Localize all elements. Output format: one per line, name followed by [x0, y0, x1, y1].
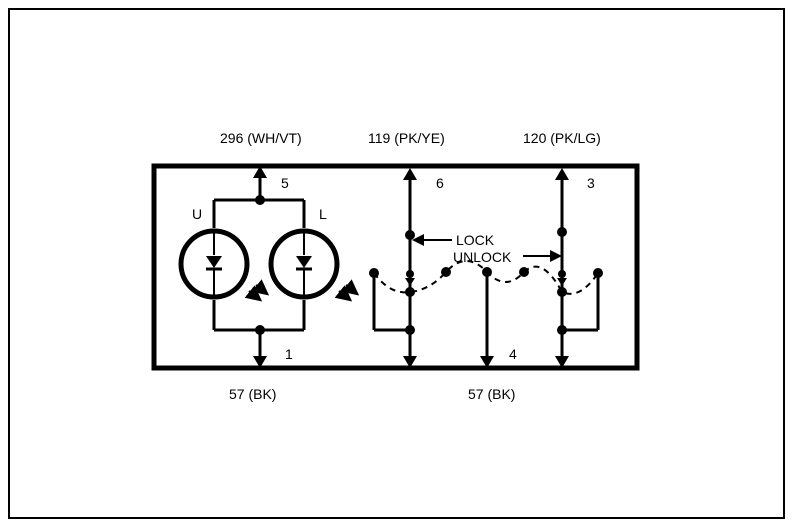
wire-label-296: 296 (WH/VT) [220, 130, 302, 146]
pin-6: 6 [436, 175, 444, 191]
unlock-label: UNLOCK [453, 249, 512, 265]
wire-label-57-right: 57 (BK) [468, 386, 515, 402]
wire-label-57-left: 57 (BK) [229, 386, 276, 402]
light-emission-icon [244, 279, 360, 302]
switch-section [369, 168, 603, 368]
pin-1: 1 [285, 346, 293, 362]
wire-label-119: 119 (PK/YE) [368, 130, 445, 146]
pin-4: 4 [509, 346, 517, 362]
lamp-section [212, 166, 306, 368]
pin-5: 5 [281, 175, 289, 191]
component-housing [151, 163, 640, 371]
lock-pointer-arrow [412, 234, 452, 246]
page-frame [8, 8, 785, 519]
lamp-l-led-icon [268, 228, 340, 300]
lock-label: LOCK [456, 232, 495, 248]
wire-label-120: 120 (PK/LG) [523, 130, 601, 146]
pin-3: 3 [587, 175, 595, 191]
lamp-u-label: U [192, 206, 202, 222]
lamp-u-led-icon [178, 228, 250, 300]
lamp-l-label: L [319, 206, 327, 222]
unlock-pointer-arrow [523, 250, 562, 262]
